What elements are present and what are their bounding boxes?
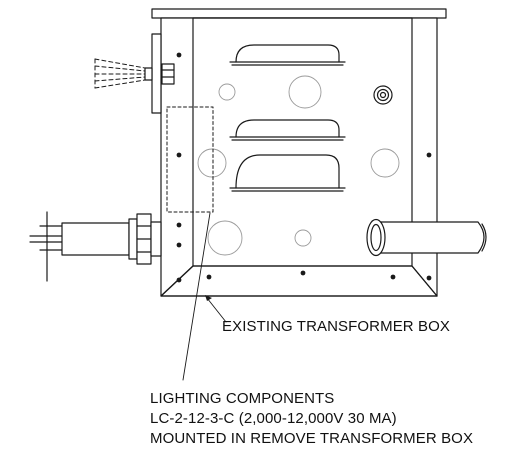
callout-lighting-components: LIGHTING COMPONENTS LC-2-12-3-C (2,000-1…	[150, 389, 473, 449]
callout-lighting-line-1: LIGHTING COMPONENTS	[150, 390, 335, 407]
lighting-components-outline	[166, 106, 214, 213]
mounting-bolt	[144, 63, 175, 85]
callout-transformer-box: EXISTING TRANSFORMER BOX	[222, 318, 450, 335]
left-cable-gland	[128, 213, 162, 265]
callout-lighting-line-2: LC-2-12-3-C (2,000-12,000V 30 MA)	[150, 410, 397, 427]
leaders	[182, 212, 227, 381]
leader-arrowhead	[205, 295, 212, 301]
lamp-beam-outline	[94, 58, 146, 89]
knockout-mid-left	[197, 148, 227, 178]
louver-top	[229, 44, 346, 66]
leader-transformer-box	[206, 297, 227, 323]
left-cable	[29, 211, 130, 282]
knockout-mid-right	[370, 148, 400, 178]
mounting-plate	[151, 33, 162, 114]
knockout-top-left	[218, 83, 236, 101]
tray-edge-right	[411, 265, 438, 297]
box-lid	[151, 8, 447, 19]
louver-bottom	[229, 154, 346, 192]
screws	[176, 52, 432, 283]
knockout-bottom-mid	[294, 229, 312, 247]
knockout-bottom-left	[207, 220, 243, 256]
knockout-top-right	[288, 75, 322, 109]
callout-lighting-line-3: MOUNTED IN REMOVE TRANSFORMER BOX	[150, 430, 474, 447]
knockouts	[197, 75, 400, 256]
ground-lug	[373, 85, 393, 105]
box-outline	[160, 17, 438, 297]
right-conduit	[366, 218, 487, 257]
louver-middle	[229, 119, 346, 141]
leader-lighting-components	[182, 212, 211, 381]
